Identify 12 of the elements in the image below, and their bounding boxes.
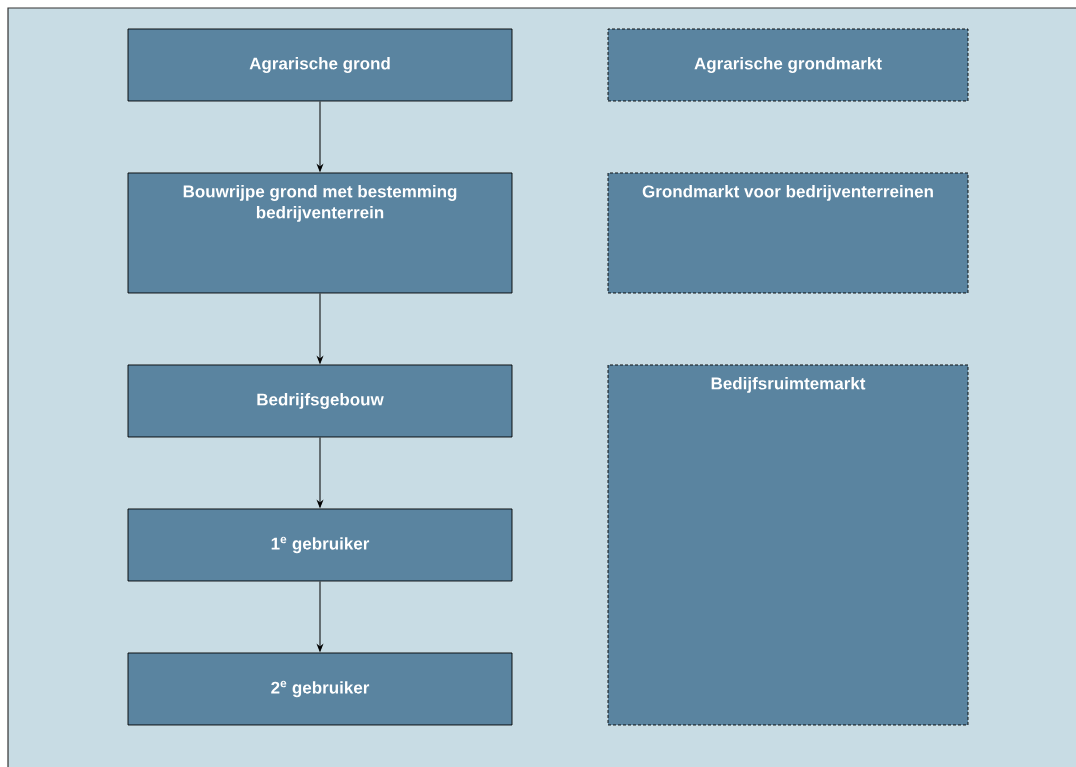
market-box: Grondmarkt voor bedrijventerreinen [607,172,969,294]
arrow [317,580,323,652]
process-box: 2$^{e}$ gebruiker [127,652,513,726]
process-box: 1$^{e}$ gebruiker [127,508,513,582]
arrow [317,436,323,508]
market-box: Bedijfsruimtemarkt [607,364,969,726]
process-box: Bouwrijpe grond met bestemming bedrijventerrein [127,172,513,294]
arrow [317,292,323,364]
process-box: Agrarische grond [127,28,513,102]
market-box: Agrarische grondmarkt [607,28,969,102]
arrow [317,100,323,172]
process-box: Bedrijfsgebouw [127,364,513,438]
